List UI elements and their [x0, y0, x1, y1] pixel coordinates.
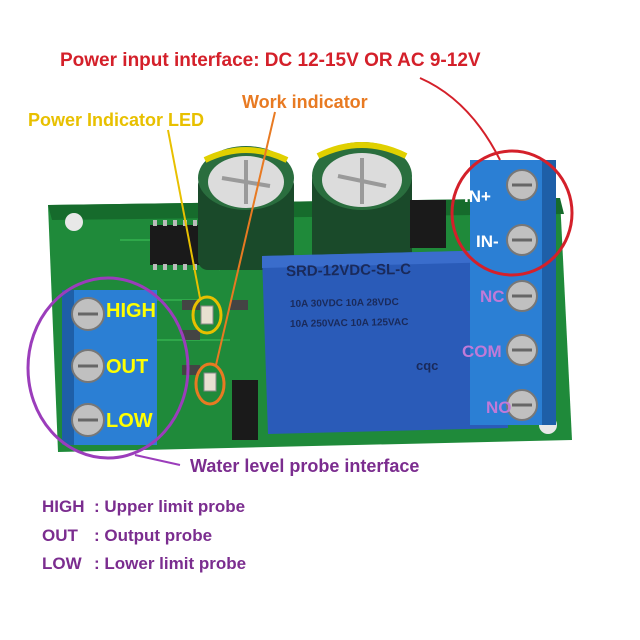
work-indicator-label: Work indicator	[242, 92, 368, 112]
probe-pointer-line	[134, 454, 181, 466]
power-input-pointer	[419, 77, 501, 161]
smd-components	[182, 200, 446, 440]
power-led-circle	[191, 295, 223, 335]
work-led	[203, 372, 217, 392]
power-led	[200, 305, 214, 325]
relay-model-text: SRD-12VDC-SL-C	[285, 260, 412, 281]
power-input-label: Power input interface: DC 12-15V OR AC 9…	[60, 50, 481, 71]
legend-row-low: LOW : Lower limit probe	[42, 554, 246, 574]
terminal-label-out: OUT	[106, 356, 149, 378]
work-led-circle	[194, 362, 226, 406]
capacitor-right	[312, 142, 412, 268]
terminal-label-no: NO	[486, 398, 512, 417]
terminal-block-left	[62, 290, 157, 445]
terminal-label-in-minus: IN-	[476, 232, 499, 251]
power-led-pointer	[167, 129, 201, 299]
probe-interface-circle	[26, 276, 190, 460]
terminal-label-in-plus: IN+	[464, 187, 491, 206]
power-indicator-label: Power Indicator LED	[28, 110, 205, 130]
terminal-label-nc: NC	[480, 287, 505, 306]
legend-desc: : Output probe	[94, 526, 213, 545]
legend-key: OUT	[42, 526, 78, 545]
capacitor-left	[198, 146, 294, 270]
power-input-circle	[450, 149, 574, 277]
relay-rating-line-2: 10A 30VDC 10A 28VDC	[289, 297, 399, 310]
terminal-block-right	[470, 160, 556, 425]
legend-key: HIGH	[42, 497, 85, 516]
ic-chip	[150, 220, 205, 270]
relay-rating-line-1: 10A 250VAC 10A 125VAC	[289, 316, 409, 331]
legend-desc: : Lower limit probe	[94, 554, 247, 573]
legend-desc: : Upper limit probe	[94, 497, 246, 516]
terminal-label-com: COM	[462, 342, 502, 361]
legend-row-out: OUT : Output probe	[42, 526, 212, 546]
legend-key: LOW	[42, 554, 82, 573]
relay	[262, 250, 508, 434]
legend-row-high: HIGH : Upper limit probe	[42, 497, 245, 517]
terminal-label-high: HIGH	[106, 300, 156, 322]
relay-cert-mark: cqc	[416, 358, 439, 373]
work-led-pointer	[215, 111, 276, 366]
terminal-label-low: LOW	[106, 410, 153, 432]
water-probe-label: Water level probe interface	[190, 456, 420, 476]
